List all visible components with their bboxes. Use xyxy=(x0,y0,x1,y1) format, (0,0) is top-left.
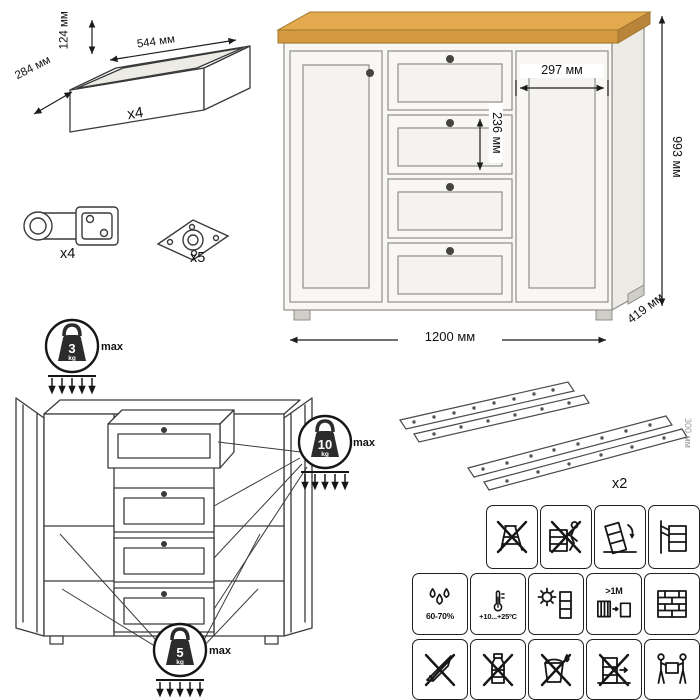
load-badge-shelves: 5 kg max xyxy=(152,622,232,698)
load-arrows-drawers xyxy=(301,471,349,491)
pictogram-no-wet-cleaning xyxy=(528,639,584,700)
heat-distance-icon xyxy=(596,600,632,618)
tip-over-warning-icon xyxy=(603,521,637,555)
left-door-panel xyxy=(302,64,370,289)
pictogram-anchor-to-wall xyxy=(648,505,700,569)
pictogram-two-person-lift xyxy=(644,639,700,700)
drawer-box-drawing: x4 xyxy=(33,20,251,133)
drawer-box-dimension-arrows xyxy=(33,20,237,115)
mount-plate-shape xyxy=(156,219,230,261)
load-top-max: max xyxy=(101,341,124,353)
no-standing-icon xyxy=(496,520,528,554)
pointer-lines xyxy=(59,441,308,649)
load-top-unit: kg xyxy=(68,355,76,362)
no-dragging-icon xyxy=(597,653,631,686)
cabinet-wood-top xyxy=(276,11,652,44)
open-top-drawer xyxy=(107,409,235,469)
load-shelves-value: 5 xyxy=(176,645,183,660)
two-person-lift-icon xyxy=(657,652,687,684)
load-top-value: 3 xyxy=(68,341,75,356)
load-shelves-max: max xyxy=(209,645,232,657)
load-limits-drawing: 3 kg max 10 kg max xyxy=(15,318,376,698)
slide-holes xyxy=(412,388,666,483)
hinge-drawing xyxy=(23,206,119,246)
slides-count-label: x2 xyxy=(612,476,628,492)
no-sharp-objects-icon xyxy=(424,653,456,686)
pictogram-temperature: +10...+25ºC xyxy=(470,573,526,635)
pictogram-ventilation xyxy=(644,573,700,635)
load-drawers-unit: kg xyxy=(321,451,329,458)
cabinet-height-label: 993 мм xyxy=(669,136,684,178)
load-drawers-max: max xyxy=(353,437,376,449)
temperature-icon xyxy=(493,590,505,612)
cabinet-feet xyxy=(293,284,645,321)
load-arrows-top xyxy=(48,375,96,395)
drawer-front-height-label: 236 мм xyxy=(489,102,504,163)
pictogram-humidity: 60-70% xyxy=(412,573,468,635)
load-drawers-value: 10 xyxy=(318,437,332,452)
drawer-box-count: x4 xyxy=(126,104,144,123)
pictogram-no-solvents xyxy=(470,639,526,700)
slide-rails xyxy=(399,381,688,491)
drawer-slides-drawing xyxy=(399,381,688,491)
temperature-label: +10...+25ºC xyxy=(479,611,517,621)
cabinet-drawing xyxy=(276,11,666,344)
mount-plate-drawing xyxy=(156,219,230,261)
humidity-icon xyxy=(429,588,450,606)
pictogram-avoid-sunlight xyxy=(528,573,584,635)
right-door-panel xyxy=(528,64,596,289)
cabinet-drawers xyxy=(387,50,513,303)
drawer-box-height-label: 124 мм xyxy=(58,11,71,50)
no-wet-cleaning-icon xyxy=(540,653,572,686)
cabinet-doors xyxy=(289,50,609,303)
pictogram-heat-distance: >1M xyxy=(586,573,642,635)
pictogram-no-climbing xyxy=(540,505,592,569)
cabinet-width-label: 1200 мм xyxy=(398,329,502,345)
slides-length-label: 300 мм xyxy=(682,417,693,448)
plate-count-label: x5 xyxy=(190,250,206,266)
pictogram-tip-over xyxy=(594,505,646,569)
hinge-shape xyxy=(23,206,119,246)
load-arrows-shelves xyxy=(156,679,204,698)
load-shelves-unit: kg xyxy=(176,659,184,666)
drawer-knobs xyxy=(446,55,454,255)
pictogram-no-dragging xyxy=(586,639,642,700)
load-badge-drawers: 10 kg max xyxy=(297,414,376,491)
no-climbing-icon xyxy=(549,520,582,554)
ventilation-grid-icon xyxy=(657,590,687,618)
anchor-to-wall-icon xyxy=(660,520,687,554)
door-width-label: 297 мм xyxy=(520,63,604,78)
load-badge-top: 3 kg max xyxy=(44,318,124,395)
left-door-knob xyxy=(366,69,374,77)
closed-drawers xyxy=(113,487,215,633)
humidity-label: 60-70% xyxy=(425,611,455,622)
no-solvents-icon xyxy=(482,652,514,686)
pictogram-no-sharp-objects xyxy=(412,639,468,700)
pictogram-no-standing xyxy=(486,505,538,569)
avoid-sunlight-icon xyxy=(537,587,572,619)
drawer-box-shape xyxy=(69,45,251,133)
heat-distance-label: >1M xyxy=(605,586,623,596)
hinge-count-label: x4 xyxy=(60,246,76,262)
